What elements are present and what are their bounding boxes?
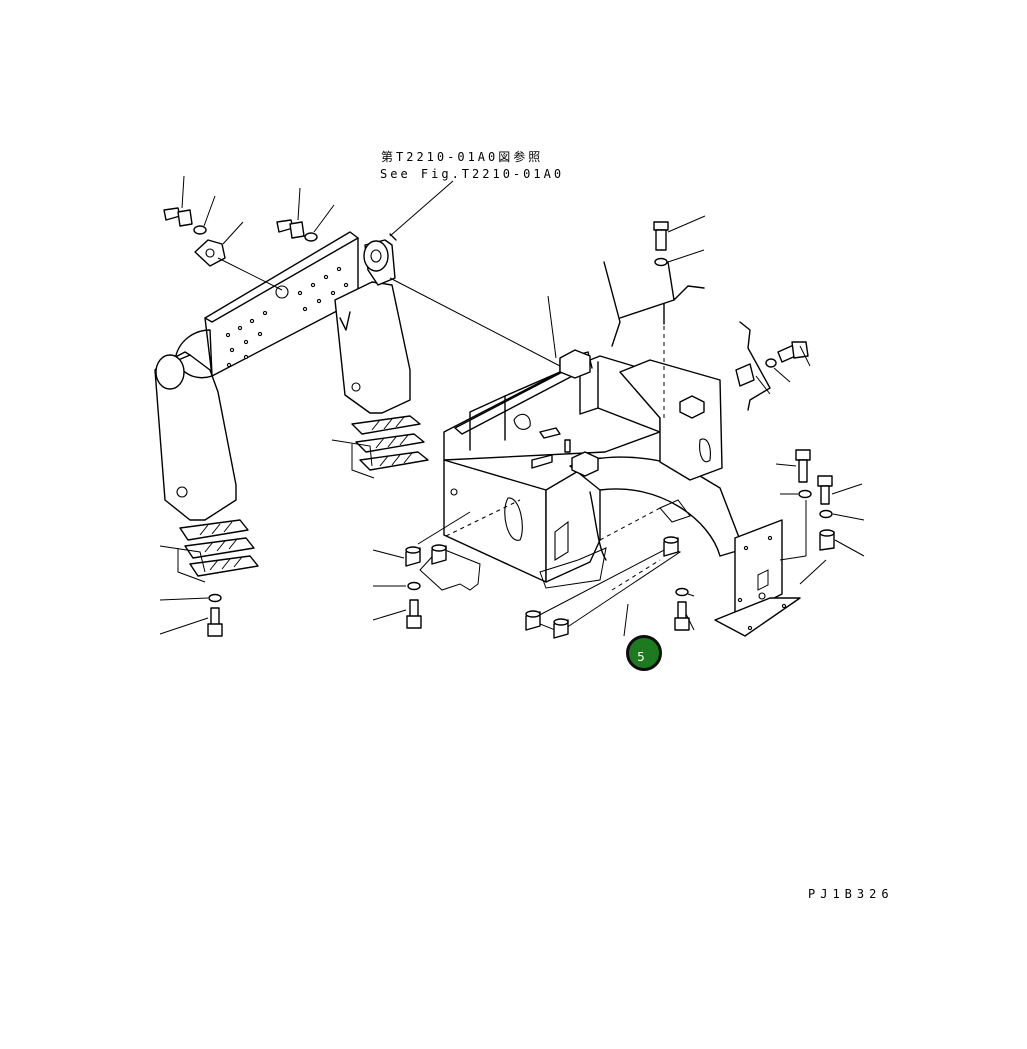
left-wear-pads — [159, 519, 259, 637]
part-callout-label: 5 — [637, 650, 645, 664]
top-left-hardware — [163, 175, 454, 291]
loader-tower-assembly — [154, 231, 411, 521]
main-frame — [389, 277, 801, 637]
middle-wear-pads — [331, 415, 429, 479]
figure-reference-japanese: 第T2210-01A0図参照 — [381, 150, 544, 164]
part-callout-marker[interactable]: 5 — [626, 635, 662, 671]
right-side-hardware — [775, 449, 865, 585]
upper-right-hardware — [547, 215, 811, 420]
drawing-code: PJ1B326 — [808, 887, 894, 901]
figure-reference-english: See Fig.T2210-01A0 — [380, 167, 565, 181]
lower-hardware — [372, 511, 695, 639]
